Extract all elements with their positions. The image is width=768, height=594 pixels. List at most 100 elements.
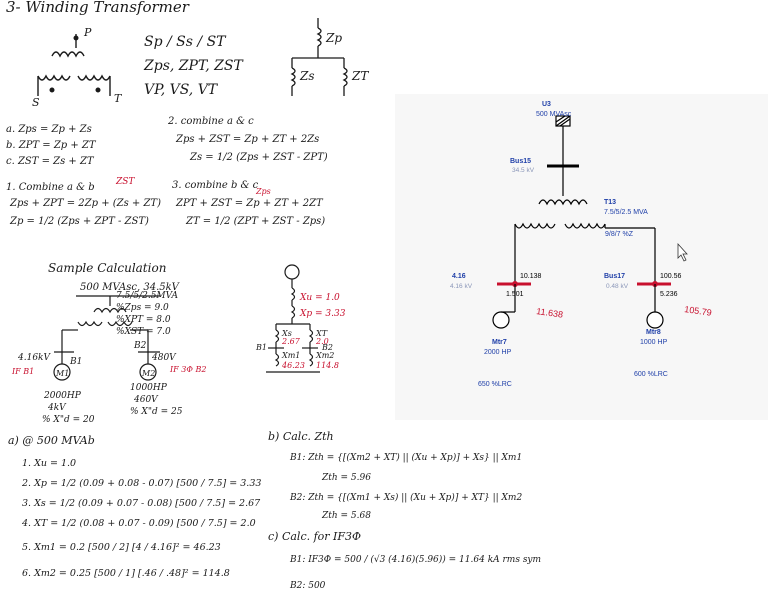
- bus17-kv: 0.48 kV: [606, 283, 629, 290]
- sample-bus-b2: B2: [133, 341, 147, 351]
- mtr8-name: Mtr8: [646, 329, 661, 336]
- bus-416-name: 4.16: [452, 273, 466, 280]
- net-xs-val: 2.67: [281, 337, 301, 346]
- eq-mid2-head: 3. combine b & c: [172, 180, 259, 191]
- part-a-2: 2. Xp = 1/2 (0.09 + 0.08 - 0.07) [500 / …: [21, 478, 261, 489]
- part-b-3: B2: Zth = {[(Xm1 + Xs) || (Xu + Xp)] + X…: [289, 492, 522, 503]
- bus-416-kv: 4.16 kV: [450, 283, 473, 290]
- net-xp: Xp = 3.33: [299, 309, 346, 319]
- t13-impedance: 9/8/7 %Z: [605, 231, 634, 238]
- eq-mid-head: 2. combine a & c: [167, 116, 254, 127]
- bus15-kv: 34.5 kV: [512, 167, 535, 174]
- part-c-1: B1: IF3Φ = 500 / (√3 (4.16)(5.96)) = 11.…: [289, 554, 541, 565]
- part-a-3: 3. Xs = 1/2 (0.09 + 0.07 - 0.08) [500 / …: [22, 498, 261, 509]
- primary-winding: [51, 51, 85, 58]
- handwritten-notes: 3- Winding Transformer P S T Sp / Ss / S…: [6, 0, 541, 591]
- tertiary-winding: [77, 74, 111, 81]
- eq-c: c. ZST = Zs + ZT: [6, 156, 95, 167]
- red-zst-note: ZST: [115, 177, 135, 187]
- part-a-head: a) @ 500 MVAb: [8, 434, 95, 447]
- label-t: T: [114, 92, 123, 105]
- part-a-4: 4. XT = 1/2 (0.08 + 0.07 - 0.09) [500 / …: [21, 518, 256, 529]
- def-line-2: Zps, ZPT, ZST: [143, 58, 244, 74]
- label-zt: ZT: [351, 69, 369, 83]
- part-a-5: 5. Xm1 = 0.2 [500 / 2] [4 / 4.16]² = 46.…: [22, 542, 221, 553]
- part-b-4: Zth = 5.68: [321, 511, 371, 521]
- mtr7-hp: 2000 HP: [484, 349, 512, 356]
- mouse-cursor-icon: [677, 242, 688, 262]
- part-b-head: b) Calc. Zth: [268, 430, 334, 443]
- fault-17-total: 105.79: [684, 304, 713, 318]
- sample-bus-b1-kv: 4.16kV: [17, 353, 51, 363]
- sample-m1-label: M1: [55, 369, 69, 378]
- etap-background: [395, 94, 768, 420]
- sample-m1-hp: 2000HP: [43, 391, 82, 401]
- eq-mid2-1: ZPT + ZST = Zp + ZT + 2ZT: [175, 198, 324, 209]
- net-xu: Xu = 1.0: [299, 293, 340, 303]
- source-name: U3: [542, 101, 551, 108]
- sample-param-4: %XST = 7.0: [116, 327, 171, 337]
- part-c-2: B2: 500: [289, 581, 326, 591]
- net-xs: Xs: [281, 329, 292, 338]
- sample-bus-b1: B1: [69, 357, 82, 367]
- net-xm2: Xm2: [315, 351, 334, 360]
- eq-a: a. Zps = Zp + Zs: [6, 124, 92, 135]
- mtr8-hp: 1000 HP: [640, 339, 668, 346]
- net-b2: B2: [321, 343, 333, 352]
- sample-m2-kv: 460V: [133, 395, 159, 405]
- sample-param-1: 7.5/5/2.5MVA: [116, 291, 179, 301]
- sample-m2-hp: 1000HP: [130, 383, 168, 393]
- eq-left2-head: 1. Combine a & b: [6, 182, 95, 193]
- sample-red-if-b1: IF B1: [11, 367, 34, 376]
- eq-left2-1: Zps + ZPT = 2Zp + (Zs + ZT): [9, 198, 161, 209]
- etap-one-line-diagram: U3 500 MVAsc Bus15 34.5 kV T13 7.5/5/2.5…: [395, 94, 768, 420]
- flow-416-up: 10.138: [520, 273, 542, 280]
- sample-source: 500 MVAsc, 34.5kV: [80, 282, 181, 293]
- part-b-2: Zth = 5.96: [321, 473, 371, 483]
- impedance-network-sketch: [266, 264, 320, 373]
- net-xm1: Xm1: [281, 351, 300, 360]
- sample-red-if-b2: IF 3Φ B2: [169, 365, 206, 374]
- t13-transformer-symbol[interactable]: [514, 199, 656, 284]
- net-b1: B1: [255, 343, 267, 352]
- def-line-3: VP, VS, VT: [144, 82, 219, 98]
- flow-17-up: 100.56: [660, 273, 682, 280]
- part-c-head: c) Calc. for IF3Φ: [268, 530, 361, 543]
- mtr8-symbol[interactable]: [646, 311, 664, 329]
- eq-mid2-2: ZT = 1/2 (ZPT + ZST - Zps): [185, 216, 325, 227]
- sample-m2-label: M2: [141, 369, 155, 378]
- label-zp: Zp: [325, 31, 342, 45]
- sample-m2-xd: % X"d = 25: [130, 407, 183, 417]
- net-xm1-val: 46.23: [281, 361, 305, 370]
- sample-param-2: %Zps = 9.0: [116, 303, 169, 313]
- source-rating: 500 MVAsc: [536, 111, 572, 118]
- mtr7-symbol[interactable]: [492, 311, 510, 329]
- eq-mid-1: Zps + ZST = Zp + ZT + 2Zs: [175, 134, 319, 145]
- net-xt-val: 2.0: [315, 337, 329, 346]
- mtr7-name: Mtr7: [492, 339, 507, 346]
- label-zs: Zs: [299, 69, 315, 83]
- notes-title: 3- Winding Transformer: [6, 0, 190, 16]
- three-winding-symbol: [37, 34, 111, 96]
- sample-param-5: 480V: [151, 353, 177, 363]
- equivalent-wye-sketch: [290, 18, 348, 96]
- mtr7-lrc: 650 %LRC: [478, 381, 512, 388]
- label-s: S: [32, 96, 40, 109]
- bus15-name: Bus15: [510, 158, 531, 165]
- sample-m1-xd: % X"d = 20: [42, 415, 95, 425]
- net-xt: XT: [315, 329, 328, 338]
- sample-param-3: %XPT = 8.0: [116, 315, 171, 325]
- red-zps-note: Zps: [255, 187, 271, 196]
- sample-one-line: [53, 295, 160, 381]
- eq-b: b. ZPT = Zp + ZT: [6, 140, 97, 151]
- sample-title: Sample Calculation: [48, 261, 166, 275]
- flow-17-motor: 5.236: [660, 291, 678, 298]
- label-p: P: [83, 26, 92, 39]
- part-b-1: B1: Zth = {[(Xm2 + XT) || (Xu + Xp)] + X…: [289, 452, 522, 463]
- eq-mid-2: Zs = 1/2 (Zps + ZST - ZPT): [189, 152, 328, 163]
- def-line-1: Sp / Ss / ST: [144, 34, 227, 50]
- mtr8-lrc: 600 %LRC: [634, 371, 668, 378]
- net-xm2-val: 114.8: [316, 361, 339, 370]
- utility-source-symbol[interactable]: [555, 115, 571, 166]
